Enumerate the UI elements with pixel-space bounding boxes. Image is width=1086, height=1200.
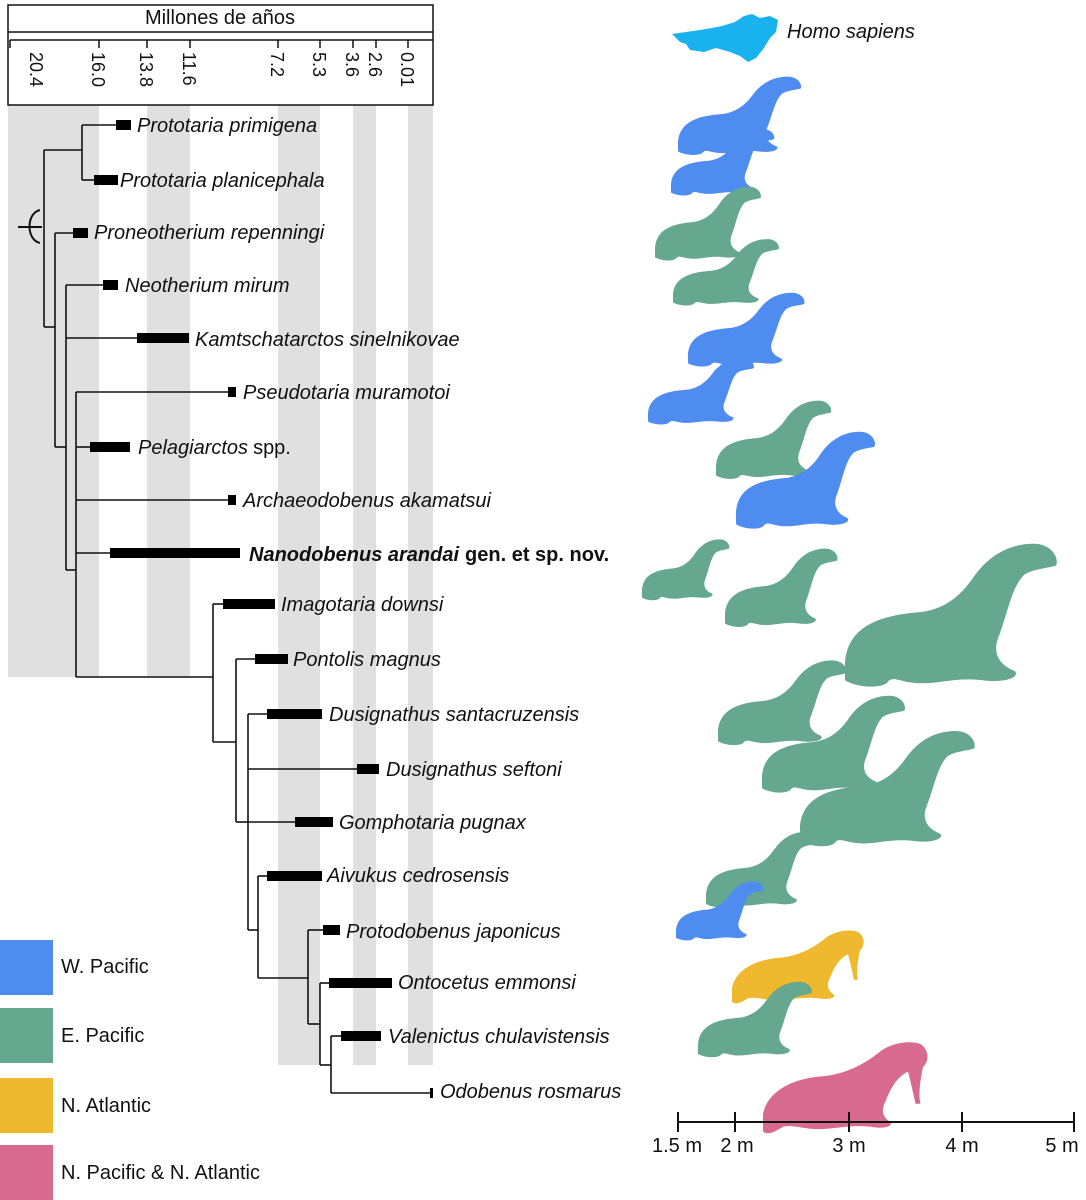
taxon-label: Kamtschatarctos sinelnikovae <box>195 329 460 351</box>
size-scale-labels: 1.5 m 2 m 3 m 4 m 5 m <box>652 1135 1079 1157</box>
scale-label: 2 m <box>720 1135 753 1157</box>
legend-label: N. Atlantic <box>61 1095 151 1117</box>
taxon-label: Imagotaria downsi <box>281 594 444 616</box>
body-size-silhouettes: Homo sapiens <box>642 14 1057 1134</box>
range-bar <box>94 175 118 185</box>
taxon-label: Odobenus rosmarus <box>440 1081 621 1103</box>
range-bar <box>357 764 379 774</box>
range-bar <box>295 817 333 827</box>
range-bar <box>228 387 236 397</box>
seal-silhouette <box>706 831 819 908</box>
seal-silhouette <box>845 543 1057 687</box>
tick-label: 3.6 <box>342 52 362 77</box>
walrus-silhouette <box>763 1042 928 1134</box>
range-bar <box>90 442 130 452</box>
legend: W. Pacific E. Pacific N. Atlantic N. Pac… <box>0 940 260 1200</box>
range-bar <box>110 548 240 558</box>
range-bar <box>103 280 118 290</box>
tick-label: 11.6 <box>179 52 199 86</box>
range-bar <box>323 925 340 935</box>
taxon-label: Ontocetus emmonsi <box>398 972 576 994</box>
taxon-label: Gomphotaria pugnax <box>339 812 527 834</box>
range-bar <box>267 871 322 881</box>
range-bar <box>329 978 392 988</box>
taxon-label: Dusignathus seftoni <box>386 759 562 781</box>
taxon-label: Pseudotaria muramotoi <box>243 382 450 404</box>
taxon-label: Prototaria primigena <box>137 115 317 137</box>
tick-label: 16.0 <box>88 52 108 87</box>
human-diver-silhouette <box>672 14 778 62</box>
taxon-label: Neotherium mirum <box>125 275 289 297</box>
range-bar <box>116 120 131 130</box>
scale-label: 3 m <box>832 1135 865 1157</box>
legend-label: N. Pacific & N. Atlantic <box>61 1162 260 1184</box>
time-axis-box <box>7 4 434 106</box>
scale-label: 1.5 m <box>652 1135 702 1157</box>
time-bands <box>8 105 433 1065</box>
taxon-label: Protodobenus japonicus <box>346 921 561 943</box>
scale-label: 5 m <box>1045 1135 1078 1157</box>
tick-label: 13.8 <box>136 52 156 87</box>
taxon-label: Prototaria planicephala <box>120 170 325 192</box>
legend-swatch-e-pacific <box>0 1008 53 1063</box>
tick-label: 2.6 <box>365 52 385 77</box>
taxon-label: Proneotherium repenningi <box>94 222 325 244</box>
range-bar <box>73 228 88 238</box>
time-axis-title: Millones de años <box>145 7 295 29</box>
taxon-label: Pontolis magnus <box>293 649 441 671</box>
taxon-label: Aivukus cedrosensis <box>326 865 509 887</box>
seal-silhouette <box>648 358 754 425</box>
range-bar <box>255 654 288 664</box>
legend-label: E. Pacific <box>61 1025 144 1047</box>
phylogenetic-tree <box>18 124 430 1094</box>
seal-silhouette <box>688 292 805 367</box>
legend-swatch-n-atlantic <box>0 1078 53 1133</box>
human-label: Homo sapiens <box>787 21 915 43</box>
band-lower-3 <box>408 677 433 1065</box>
seal-silhouette <box>725 548 838 627</box>
range-bar <box>223 599 275 609</box>
stratigraphic-ranges <box>73 120 433 1098</box>
tick-label: 7.2 <box>267 52 287 77</box>
seal-silhouette <box>642 539 730 601</box>
seal-silhouette <box>718 660 847 746</box>
tick-label: 0.01 <box>397 52 417 87</box>
range-bar <box>430 1088 433 1098</box>
taxon-labels: Prototaria primigena Prototaria planicep… <box>94 115 621 1103</box>
legend-label: W. Pacific <box>61 956 149 978</box>
time-axis: Millones de años 20.4 16.0 13.8 11.6 7.2… <box>7 4 434 106</box>
scale-label: 4 m <box>945 1135 978 1157</box>
taxon-label: Archaeodobenus akamatsui <box>242 490 491 512</box>
taxon-label: Dusignathus santacruzensis <box>329 704 579 726</box>
range-bar <box>267 709 322 719</box>
legend-swatch-w-pacific <box>0 940 53 995</box>
range-bar <box>228 495 236 505</box>
tick-label: 20.4 <box>26 52 46 87</box>
size-scale-bar <box>677 1112 1075 1132</box>
tick-label: 5.3 <box>309 52 329 77</box>
taxon-label: Valenictus chulavistensis <box>388 1026 610 1048</box>
range-bar <box>341 1031 381 1041</box>
legend-swatch-n-pacific-n-atlantic <box>0 1145 53 1200</box>
range-bar <box>137 333 189 343</box>
